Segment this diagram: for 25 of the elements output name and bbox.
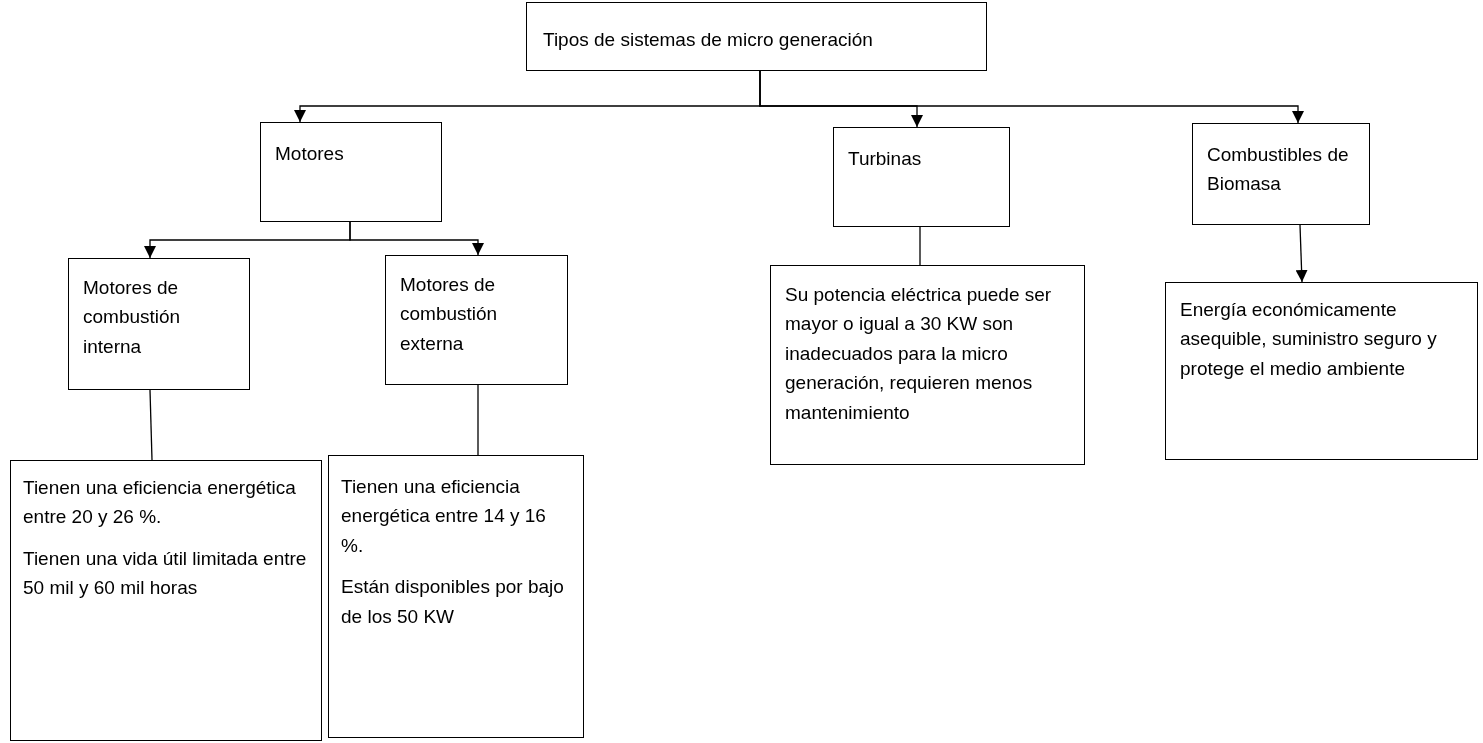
text-box [328, 455, 584, 738]
box-text: Energía económicamente asequible, suministro seguro y protege el medio ambiente [1180, 298, 1438, 381]
box-text: Motores [275, 142, 345, 166]
connector-arrow [349, 221, 484, 256]
box-text: Turbinas [848, 147, 923, 171]
box-text: Tienen una vida útil limitada entre 50 mil y 60 mil horas [23, 546, 307, 601]
box-text: Motores de combustión interna [83, 276, 182, 359]
text-box [10, 460, 322, 741]
text-box [833, 127, 1010, 227]
box-text: Combustibles de Biomasa [1207, 143, 1350, 197]
box-text: Tienen una eficiencia energética entre 20 y 26 %. [23, 476, 297, 530]
box-text: Motores de combustión externa [400, 273, 499, 356]
connector-arrow [1295, 224, 1308, 283]
text-box [770, 265, 1085, 465]
box-text: Están disponibles por bajo de los 50 KW [341, 575, 565, 629]
box-text: Tipos de sistemas de micro generación [543, 28, 874, 52]
box-text: Su potencia eléctrica puede ser mayor o igual a 30 KW son inadecuados para la micro generación, requieren menos mantenimiento [785, 283, 1053, 425]
text-box [385, 255, 568, 385]
text-box [526, 2, 987, 71]
text-box [260, 122, 442, 222]
box-text: Tienen una eficiencia energética entre 14 y 16 %. [341, 475, 547, 558]
text-box [68, 258, 250, 390]
connector-arrow [759, 70, 1304, 124]
text-box [1192, 123, 1370, 225]
text-box [1165, 282, 1478, 460]
